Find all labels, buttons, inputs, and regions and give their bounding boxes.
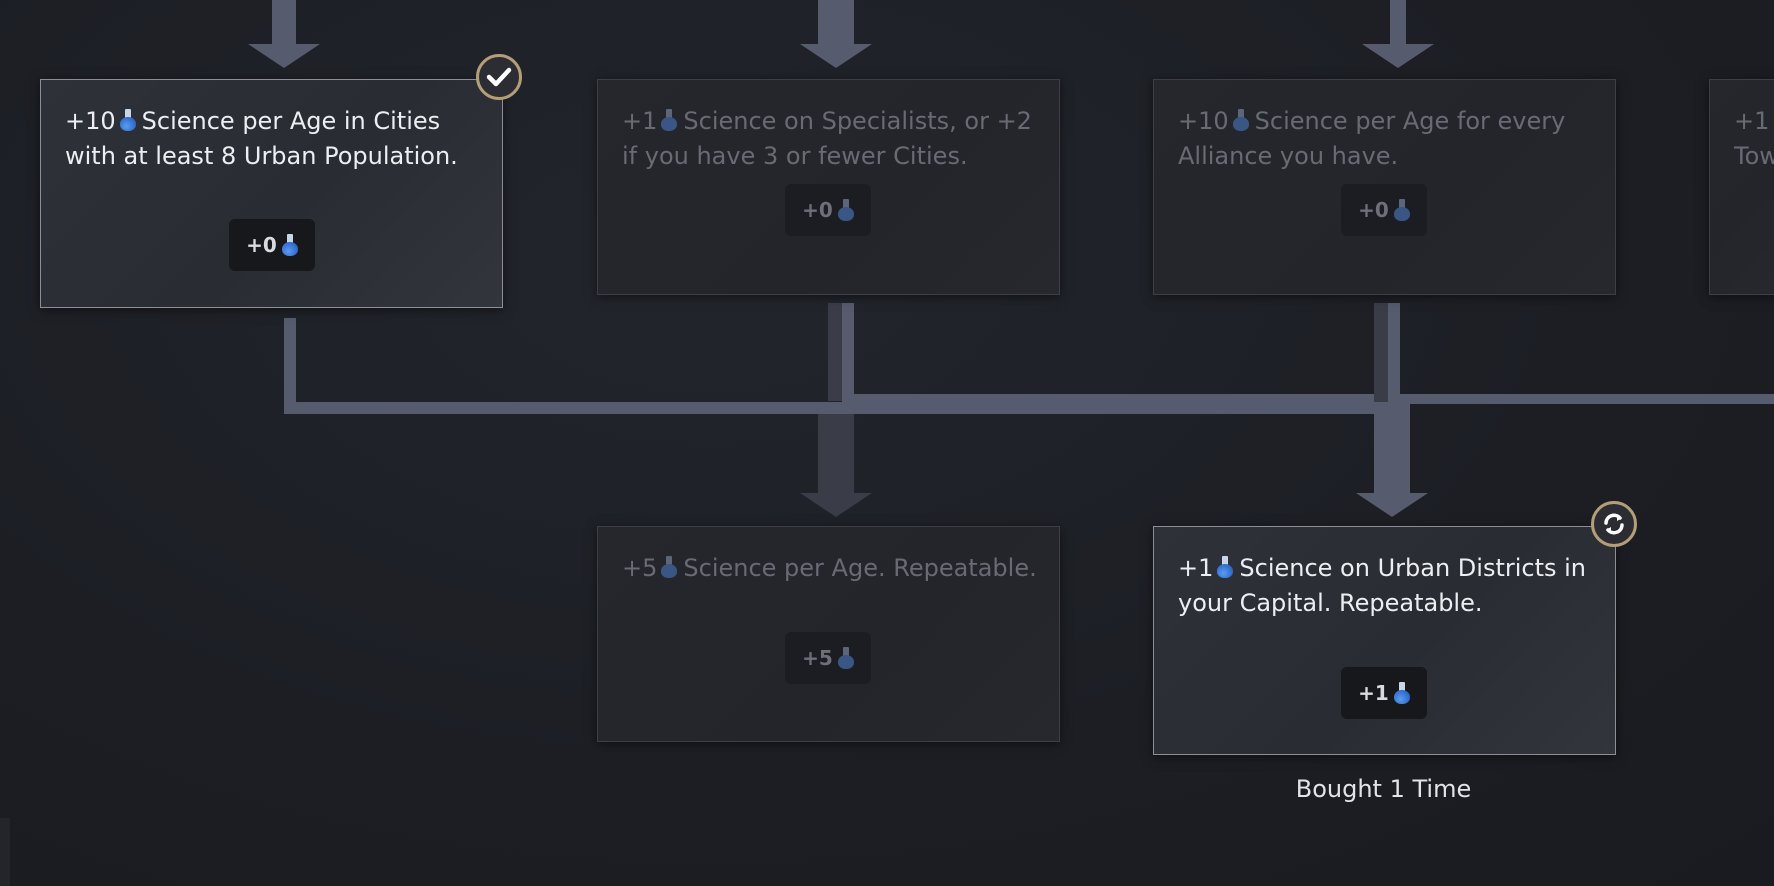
arrow-to-card6 (1356, 493, 1428, 517)
yield-badge: +0 (1341, 184, 1427, 236)
node-effect-text: Science per Age. Repeatable. (683, 554, 1037, 582)
science-flask-icon (837, 647, 854, 669)
incoming-arrow-1 (248, 44, 320, 68)
incoming-connector-2 (818, 0, 854, 46)
science-flask-icon (281, 234, 298, 256)
connector-card3-down-right (1388, 303, 1400, 403)
yield-value: +0 (1358, 198, 1389, 222)
connector-to-card5 (818, 414, 854, 494)
yield-value: +1 (1358, 681, 1389, 705)
node-effect-text: Science per Age for every Alliance you h… (1178, 107, 1566, 170)
yield-value: +5 (802, 646, 833, 670)
refresh-icon (1591, 501, 1637, 547)
bought-count-label: Bought 1 Time (1295, 775, 1472, 803)
left-edge-panel (0, 818, 10, 886)
science-flask-icon (661, 109, 678, 131)
connector-card1-down (284, 318, 296, 414)
science-flask-icon (1393, 199, 1410, 221)
node-value: +1 (1178, 554, 1214, 582)
connector-main-horizontal (284, 402, 1396, 414)
node-effect-text: Tow (1734, 142, 1774, 170)
connector-secondary-horizontal (842, 394, 1774, 404)
node-effect-text: Science on Specialists, or +2 if you hav… (622, 107, 1032, 170)
connector-card3-down-left (1374, 303, 1388, 403)
science-flask-icon (1393, 682, 1410, 704)
yield-value: +0 (802, 198, 833, 222)
yield-badge: +0 (785, 184, 871, 236)
node-effect-text: Science on Urban Districts in your Capit… (1178, 554, 1587, 617)
arrow-to-card5 (800, 493, 872, 517)
node-value: +5 (622, 554, 658, 582)
incoming-arrow-3 (1362, 44, 1434, 68)
connector-card2-down-left (828, 303, 842, 401)
yield-value: +0 (246, 233, 277, 257)
yield-badge: +0 (229, 219, 315, 271)
science-flask-icon (837, 199, 854, 221)
node-card-repeatable-age[interactable]: +5 Science per Age. Repeatable. +5 (597, 526, 1060, 742)
checkmark-icon (476, 54, 522, 100)
node-card-partial[interactable]: +1 Tow (1709, 79, 1774, 295)
incoming-connector-1 (272, 0, 296, 44)
science-flask-icon (1217, 556, 1234, 578)
yield-badge: +1 (1341, 667, 1427, 719)
node-description: +1 Tow (1734, 104, 1774, 174)
incoming-arrow-2 (800, 44, 872, 68)
yield-badge: +5 (785, 632, 871, 684)
science-flask-icon (119, 109, 136, 131)
connector-card2-down-right (842, 303, 854, 401)
science-flask-icon (1232, 109, 1249, 131)
science-flask-icon (661, 556, 678, 578)
node-value: +1 (622, 107, 658, 135)
node-effect-text: Science per Age in Cities with at least … (65, 107, 458, 170)
node-value: +10 (65, 107, 116, 135)
node-value: +1 (1734, 107, 1770, 135)
node-description: +5 Science per Age. Repeatable. (622, 551, 1039, 586)
node-value: +10 (1178, 107, 1229, 135)
connector-to-card6 (1374, 402, 1410, 494)
incoming-connector-3 (1390, 0, 1406, 46)
